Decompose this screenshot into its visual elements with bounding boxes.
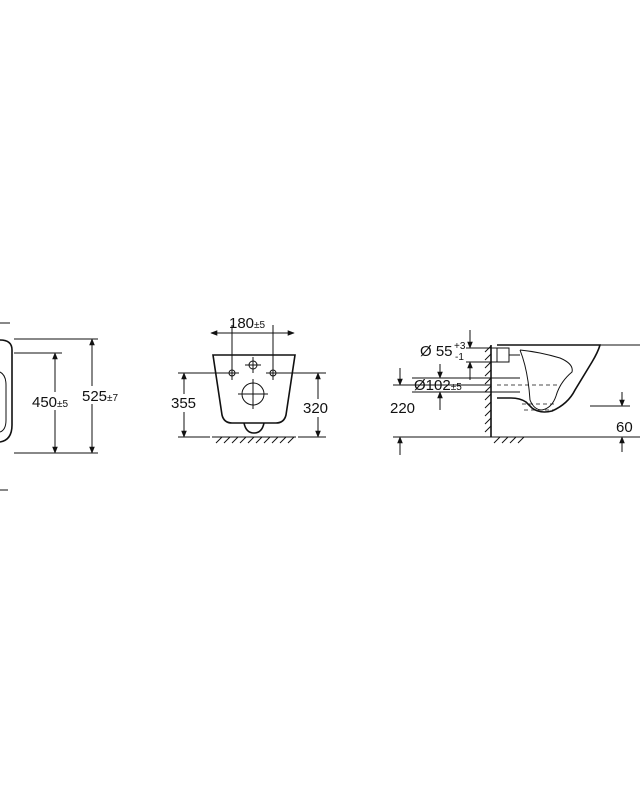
inlet-fitting [496, 347, 510, 363]
outlet-pipe [497, 377, 520, 393]
width-450-label: 450 [32, 394, 57, 411]
svg-text:450±5: 450±5 [32, 394, 69, 411]
side-view: Ø 55 +3 -1 Ø102±5 220 60 [390, 330, 640, 455]
outlet-height-label: 220 [390, 400, 415, 417]
hole-spacing-tol: ±5 [254, 320, 265, 331]
height-355-label: 355 [171, 395, 196, 412]
outlet-dia-tol: ±5 [451, 382, 462, 393]
hole-spacing-label: 180 [229, 315, 254, 332]
inlet-tol-minus: -1 [455, 352, 464, 363]
front-view: 180±5 355 [170, 315, 334, 444]
depth-60-label: 60 [616, 419, 633, 436]
width-450-tol: ±5 [57, 399, 68, 410]
inlet-tol-plus: +3 [454, 341, 466, 352]
width-525-tol: ±7 [107, 393, 118, 404]
inlet-dia-label: Ø 55 [420, 343, 453, 360]
svg-text:180±5: 180±5 [229, 315, 266, 332]
bowl-outline [0, 339, 13, 443]
height-320-label: 320 [303, 400, 328, 417]
svg-text:525±7: 525±7 [82, 388, 119, 405]
top-view: 450±5 525±7 [0, 322, 130, 491]
bowl-profile [497, 344, 602, 413]
svg-text:Ø 55: Ø 55 [420, 343, 453, 360]
width-525-label: 525 [82, 388, 107, 405]
bowl-inner-outline [0, 371, 7, 433]
pan-body [212, 354, 296, 424]
pan-foot [243, 422, 265, 434]
bowl-inner [519, 349, 573, 411]
